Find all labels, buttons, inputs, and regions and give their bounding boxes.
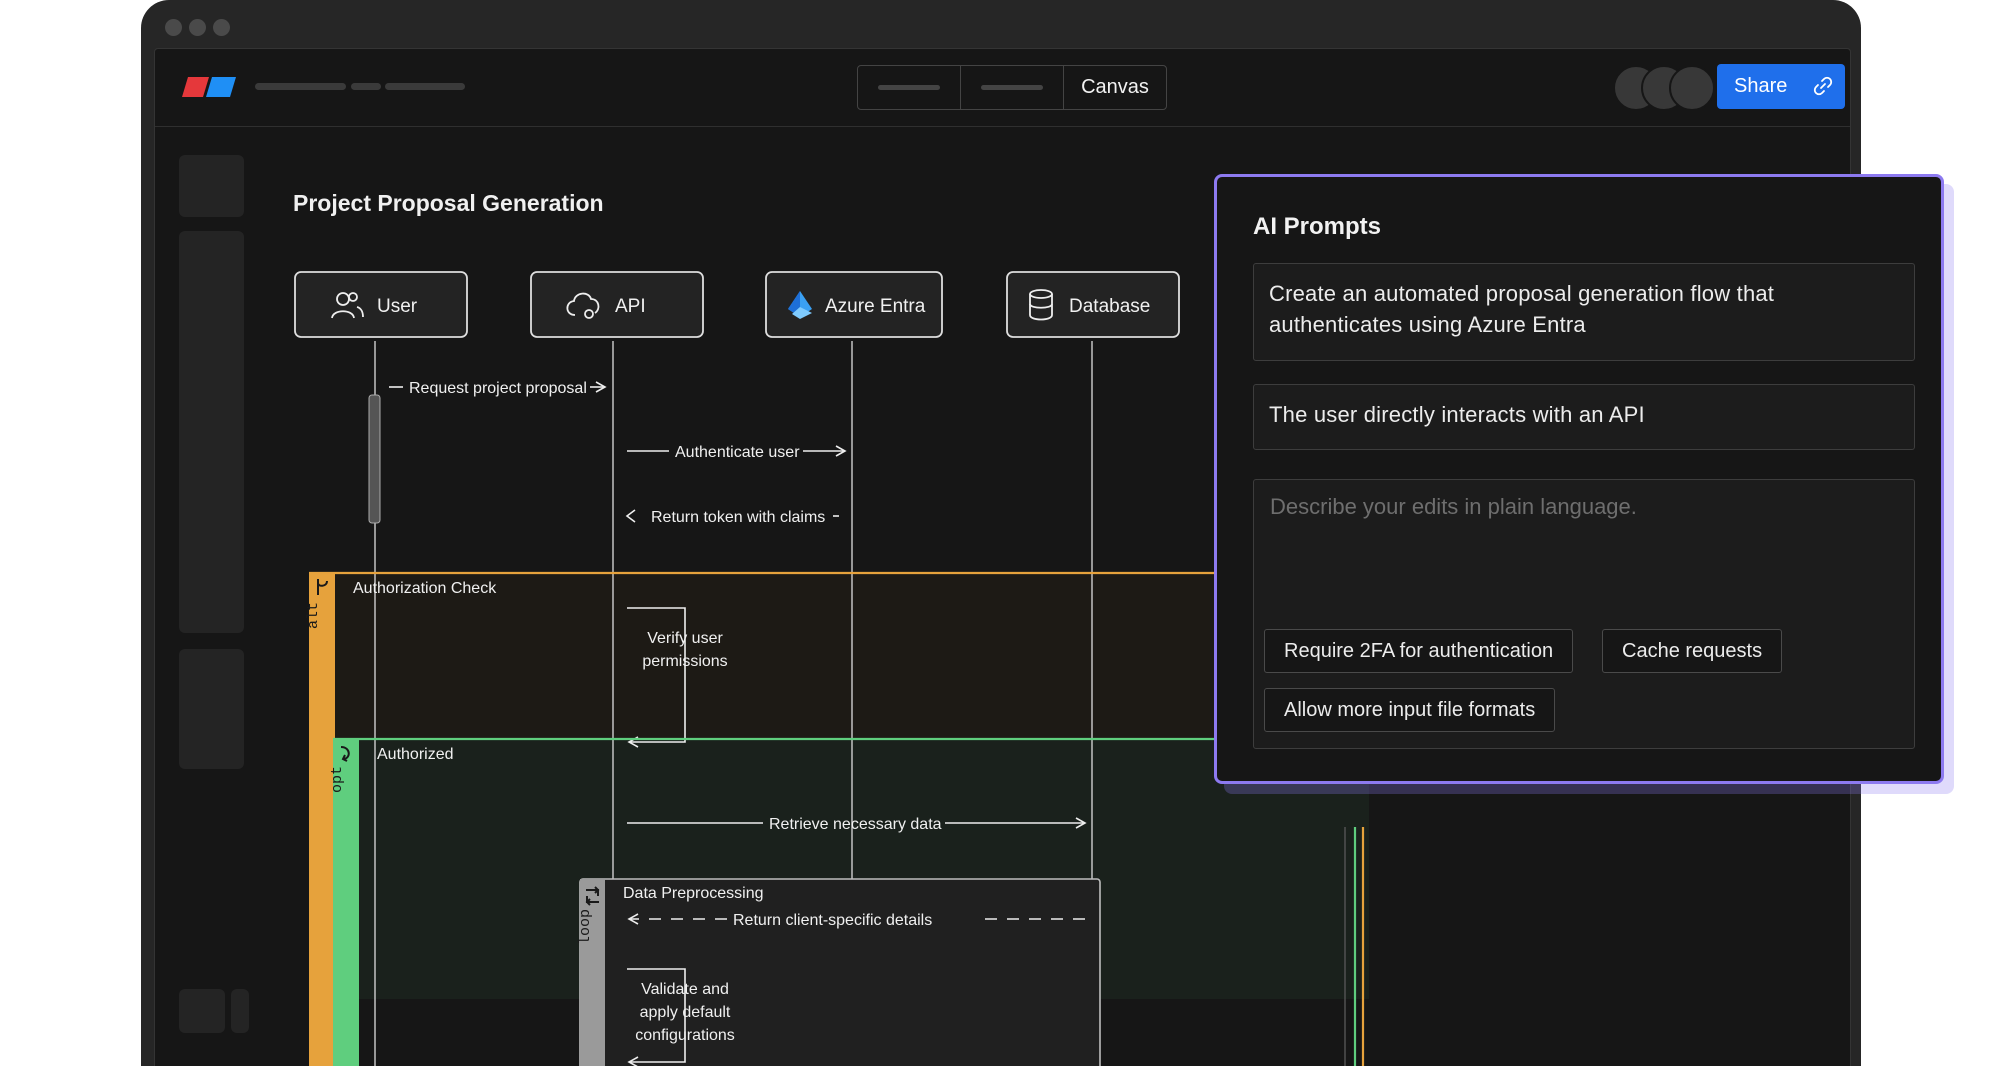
branch-icon	[317, 579, 328, 595]
window-maximize-dot[interactable]	[213, 19, 230, 36]
alt-fragment-tab	[309, 573, 335, 1066]
breadcrumb-placeholder	[255, 83, 346, 90]
sidebar-panel	[179, 649, 244, 769]
azure-entra-logo	[788, 291, 812, 319]
suggestion-chip-2fa[interactable]: Require 2FA for authentication	[1264, 629, 1574, 673]
participant-azure-entra[interactable]: Azure Entra	[765, 271, 943, 338]
participant-database[interactable]: Database	[1006, 271, 1180, 338]
alt-fragment-label: Authorization Check	[353, 580, 497, 597]
opt-fragment-tag: opt	[329, 766, 346, 793]
cloud-gear-icon	[566, 292, 600, 319]
view-tab-canvas[interactable]: Canvas	[1064, 66, 1166, 109]
participant-api-label: API	[615, 296, 646, 317]
ai-prompts-panel: AI Prompts Create an automated proposal …	[1214, 174, 1944, 784]
sidebar-button[interactable]	[179, 155, 244, 217]
share-label: Share	[1734, 75, 1788, 97]
activation-bar	[368, 394, 381, 524]
view-switcher: Canvas	[857, 65, 1167, 110]
edit-prompt-input[interactable]	[1268, 492, 1892, 576]
database-icon	[1029, 289, 1053, 321]
message-validate-line1: Validate and	[641, 981, 729, 998]
top-bar: Canvas Share	[155, 49, 1850, 127]
sidebar-button[interactable]	[179, 989, 225, 1033]
view-tab-2[interactable]	[961, 66, 1064, 109]
view-tab-1[interactable]	[858, 66, 961, 109]
app-logo[interactable]	[182, 75, 237, 99]
view-tab-canvas-label: Canvas	[1081, 76, 1149, 98]
loop-icon	[585, 886, 600, 906]
message-validate-line2: apply default	[640, 1004, 731, 1021]
edit-prompt-box: Require 2FA for authentication Cache req…	[1253, 479, 1915, 749]
message-request-project-proposal: Request project proposal	[409, 380, 587, 397]
message-validate-line3: configurations	[635, 1027, 735, 1044]
alt-fragment-tag: alt	[305, 602, 322, 629]
message-verify-line1: Verify user	[647, 630, 723, 647]
participant-user[interactable]: User	[294, 271, 468, 338]
participant-user-label: User	[377, 296, 418, 317]
message-authenticate-user: Authenticate user	[675, 444, 800, 461]
prompt-history-item[interactable]: The user directly interacts with an API	[1253, 384, 1915, 450]
diagram-title: Project Proposal Generation	[293, 190, 604, 216]
link-icon	[1813, 76, 1833, 96]
message-return-token: Return token with claims	[651, 509, 825, 526]
message-verify-line2: permissions	[642, 653, 727, 670]
window-minimize-dot[interactable]	[189, 19, 206, 36]
breadcrumb-placeholder	[351, 83, 381, 90]
loop-fragment-tag: loop	[577, 909, 594, 945]
loop-fragment-label: Data Preprocessing	[623, 885, 764, 902]
ai-panel-title: AI Prompts	[1253, 213, 1382, 240]
share-button[interactable]: Share	[1717, 64, 1845, 109]
participant-api[interactable]: API	[530, 271, 704, 338]
self-call-verify	[627, 607, 686, 748]
prompt-history-item[interactable]: Create an automated proposal generation …	[1253, 263, 1915, 361]
opt-fragment-tab	[333, 739, 359, 1066]
sidebar-button[interactable]	[231, 989, 249, 1033]
suggestion-chip-cache[interactable]: Cache requests	[1602, 629, 1783, 673]
suggestion-chip-file-formats[interactable]: Allow more input file formats	[1264, 688, 1556, 732]
message-return-client-details: Return client-specific details	[733, 912, 932, 929]
users-icon	[331, 292, 364, 319]
message-retrieve-data: Retrieve necessary data	[769, 816, 942, 833]
sequence-diagram: Project Proposal Generation	[293, 190, 1369, 1066]
self-call-validate	[627, 968, 686, 1066]
loop-fragment-tab	[580, 879, 605, 1066]
conditional-icon	[340, 746, 350, 762]
breadcrumb-placeholder	[385, 83, 465, 90]
participant-database-label: Database	[1069, 296, 1150, 317]
diagram-canvas[interactable]: Project Proposal Generation	[155, 127, 1850, 1066]
avatar[interactable]	[1669, 65, 1715, 111]
participant-azure-entra-label: Azure Entra	[825, 296, 926, 317]
window-close-dot[interactable]	[165, 19, 182, 36]
opt-fragment-label: Authorized	[377, 746, 454, 763]
message-arrowhead	[625, 509, 636, 523]
sidebar-panel	[179, 231, 244, 633]
